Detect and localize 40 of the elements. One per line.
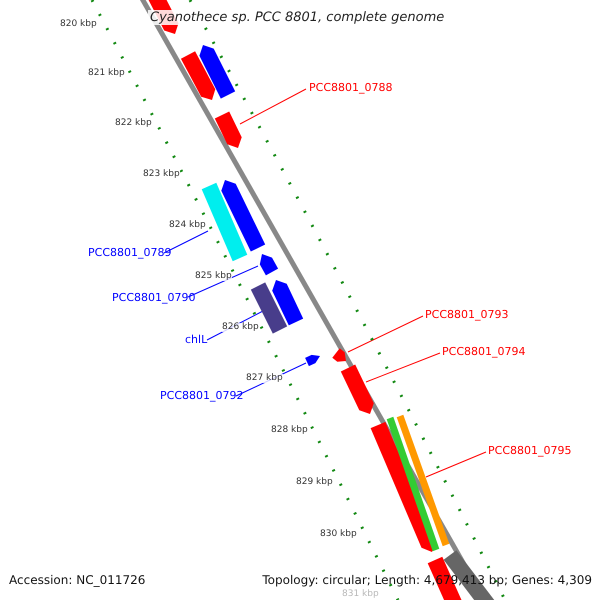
leader-line [240,88,306,124]
gene-label: PCC8801_0793 [425,309,508,320]
leader-line [366,352,440,382]
tick-label: 823 kbp [143,170,180,179]
gene-label: PCC8801_0795 [488,445,572,456]
tick-label: 827 kbp [246,374,283,383]
tick-label: 822 kbp [115,119,152,128]
tick-label: 820 kbp [60,20,97,29]
leader-line [164,230,208,254]
footer-text: Topology: circular; Length: 4,679,413 bp; Genes: 4,309 [262,574,592,586]
tick-label: 824 kbp [169,221,206,230]
gene-label: PCC8801_0788 [309,82,392,93]
gene-label: PCC8801_0789 [88,247,172,258]
gene-label: chlL [185,334,208,345]
gene-bar [340,364,374,414]
leader-line [426,452,486,478]
gene-bar [180,51,216,100]
tick-label: 828 kbp [271,426,308,435]
gene-bar [396,414,450,546]
gene-label: PCC8801_0794 [442,346,526,357]
tick-label: 821 kbp [88,69,125,78]
tick-label: 829 kbp [296,478,333,487]
footer-text: Accession: NC_011726 [9,574,146,586]
gene-label: PCC8801_0790 [112,292,196,303]
gene-bar [272,280,304,326]
gene-bar [260,254,278,276]
gene-bar [332,348,346,362]
tick-label: 825 kbp [195,272,232,281]
gene-bar [305,354,320,366]
leader-line [348,316,424,352]
tick-label: 830 kbp [320,530,357,539]
gene-bar [221,180,266,252]
gene-bar [214,112,242,148]
gene-bar [199,45,236,99]
tick-label: 826 kbp [222,323,259,332]
tick-label: 831 kbp [342,590,379,599]
leader-line [188,266,258,298]
gene-bar [386,416,440,552]
title: Cyanothece sp. PCC 8801, complete genome [148,10,446,25]
gene-label: PCC8801_0792 [160,390,244,401]
